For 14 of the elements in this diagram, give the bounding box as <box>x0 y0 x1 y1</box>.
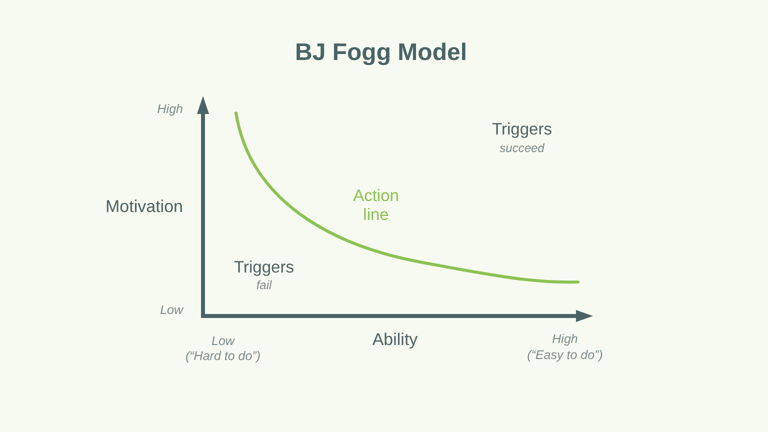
axis-label: Motivation <box>106 197 183 217</box>
tick-label: High <box>157 102 183 116</box>
tick-label: High <box>552 332 578 346</box>
region-label: Triggers <box>492 120 552 140</box>
axis-label: Ability <box>372 330 418 350</box>
tick-label: (“Hard to do”) <box>185 348 261 364</box>
region-caption: succeed <box>500 142 544 156</box>
tick-label: Low <box>160 302 183 318</box>
chart-title: BJ Fogg Model <box>295 39 467 67</box>
tick-label: Low <box>212 334 234 348</box>
region-caption: fail <box>256 279 272 293</box>
curve-label: Action line <box>352 187 400 225</box>
region-label: Triggers <box>234 258 294 278</box>
tick-label: (“Easy to do”) <box>527 348 603 362</box>
